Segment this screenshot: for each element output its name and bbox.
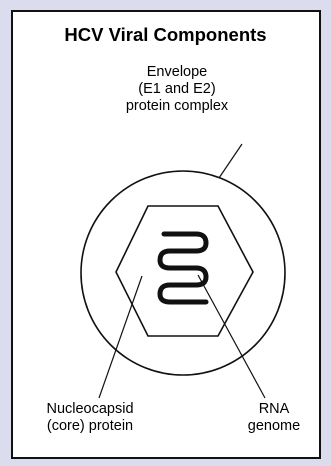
envelope-circle xyxy=(80,170,286,376)
envelope-label-line-2: (E1 and E2) xyxy=(138,81,216,97)
nucleocapsid-label-line-1: Nucleocapsid xyxy=(46,401,134,417)
nucleocapsid-label-line-2: (core) protein xyxy=(46,418,134,434)
rna-label-line-1: RNA xyxy=(258,401,290,417)
rna-label-line-2: genome xyxy=(247,418,301,434)
rna-leader-line xyxy=(197,274,266,399)
nucleocapsid-label: Nucleocapsid (core) protein xyxy=(34,401,146,435)
rna-strand xyxy=(157,231,209,305)
envelope-label-line-1: Envelope xyxy=(146,64,208,80)
envelope-label: Envelope (E1 and E2) protein complex xyxy=(111,64,243,115)
rna-label: RNA genome xyxy=(239,401,309,435)
envelope-label-line-3: protein complex xyxy=(125,98,229,114)
nucleocapsid-hexagon xyxy=(115,205,254,337)
diagram-title: HCV Viral Components xyxy=(64,24,267,45)
nucleocapsid-leader-line xyxy=(98,275,143,399)
envelope-leader-line xyxy=(218,143,243,179)
